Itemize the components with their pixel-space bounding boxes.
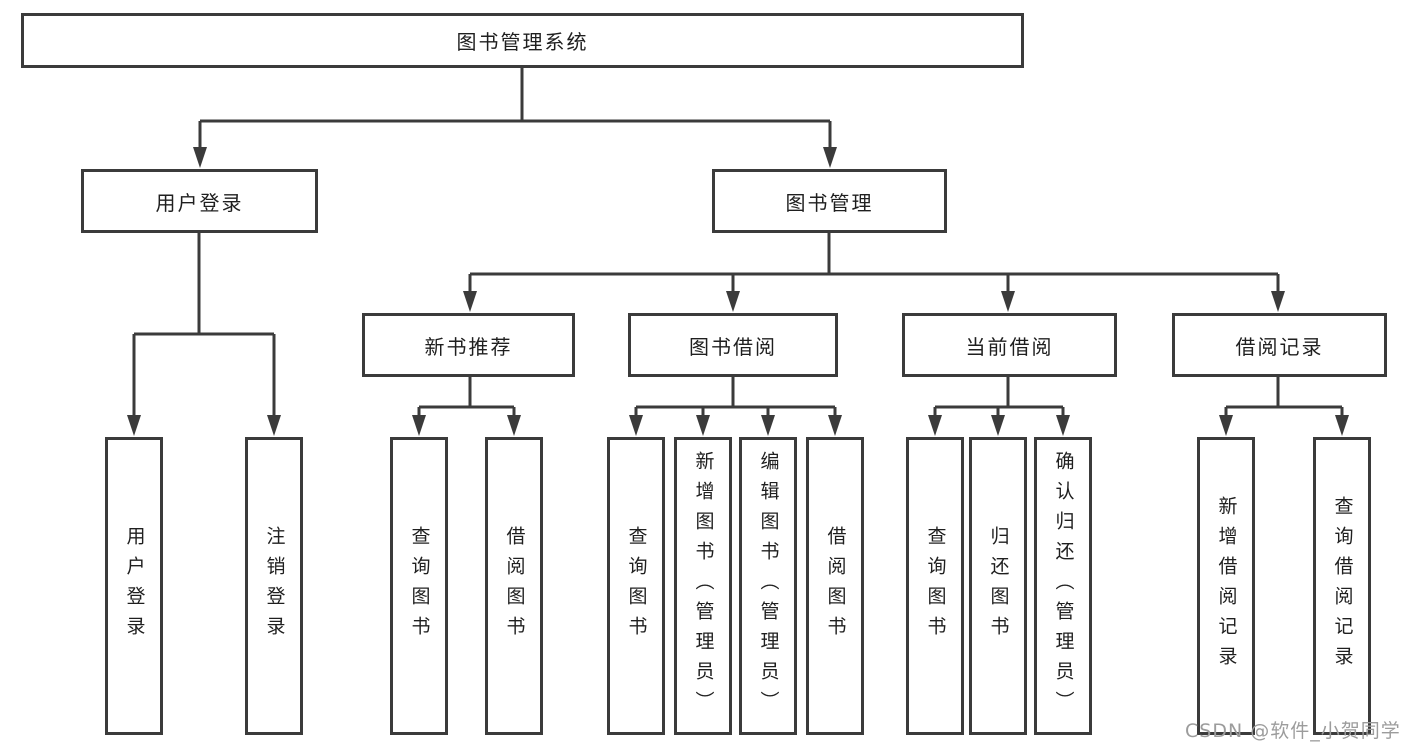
node-current-borrowing: 当前借阅	[902, 313, 1117, 377]
edges-book-management	[463, 233, 1285, 312]
leaf-query-books-current: 查询图书	[906, 437, 964, 735]
node-new-book-recommendation: 新书推荐	[362, 313, 575, 377]
leaf-borrow-books: 借阅图书	[806, 437, 864, 735]
leaf-label: 新增图书（管理员）	[692, 451, 715, 721]
leaf-label: 确认归还（管理员）	[1052, 451, 1075, 721]
leaf-label: 注销登录	[263, 526, 286, 646]
leaf-user-login: 用户登录	[105, 437, 163, 735]
node-book-management: 图书管理	[712, 169, 947, 233]
leaf-label: 新增借阅记录	[1215, 496, 1238, 676]
leaf-add-book-admin: 新增图书（管理员）	[674, 437, 732, 735]
leaf-label: 借阅图书	[503, 526, 526, 646]
node-user-login: 用户登录	[81, 169, 318, 233]
edges-new-book-recommendation	[412, 377, 521, 436]
csdn-watermark: CSDN @软件_小贺同学	[1185, 720, 1401, 742]
node-book-borrowing: 图书借阅	[628, 313, 838, 377]
leaf-query-books-borrowing: 查询图书	[607, 437, 665, 735]
leaf-label: 用户登录	[123, 526, 146, 646]
edges-user-login	[127, 233, 281, 436]
leaf-add-borrow-record: 新增借阅记录	[1197, 437, 1255, 735]
leaf-confirm-return-admin: 确认归还（管理员）	[1034, 437, 1092, 735]
edges-current-borrowing	[928, 377, 1070, 436]
node-library-management-system: 图书管理系统	[21, 13, 1024, 68]
leaf-query-borrow-record: 查询借阅记录	[1313, 437, 1371, 735]
edges-book-borrowing	[629, 377, 842, 436]
leaf-borrow-books-recommend: 借阅图书	[485, 437, 543, 735]
leaf-label: 编辑图书（管理员）	[757, 451, 780, 721]
leaf-return-book: 归还图书	[969, 437, 1027, 735]
node-borrowing-records: 借阅记录	[1172, 313, 1387, 377]
leaf-label: 查询借阅记录	[1331, 496, 1354, 676]
edges-root	[193, 68, 837, 168]
leaf-label: 查询图书	[924, 526, 947, 646]
edges-borrowing-records	[1219, 377, 1349, 436]
leaf-label: 查询图书	[408, 526, 431, 646]
leaf-label: 借阅图书	[824, 526, 847, 646]
leaf-label: 查询图书	[625, 526, 648, 646]
leaf-logout: 注销登录	[245, 437, 303, 735]
leaf-query-books-recommend: 查询图书	[390, 437, 448, 735]
leaf-label: 归还图书	[987, 526, 1010, 646]
leaf-edit-book-admin: 编辑图书（管理员）	[739, 437, 797, 735]
